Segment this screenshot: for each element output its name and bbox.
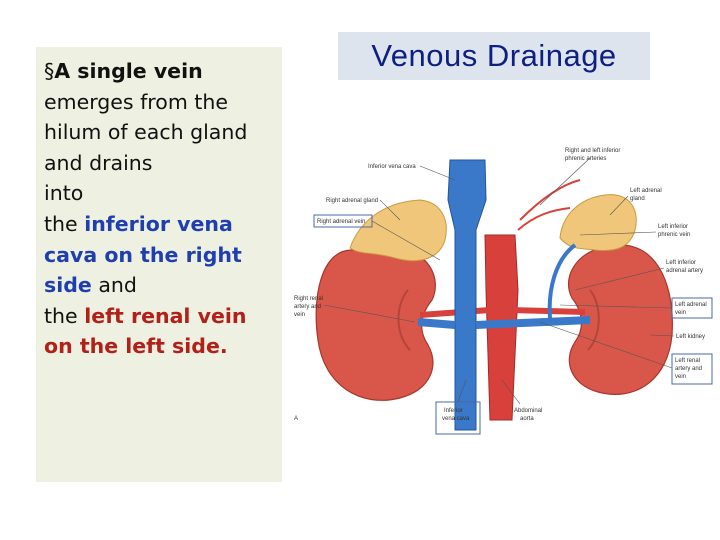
text-and: and — [98, 273, 137, 298]
inferior-vena-cava — [447, 159, 487, 431]
title-box: Venous Drainage — [338, 32, 650, 80]
label-figure-letter: A — [294, 416, 298, 422]
label-ivc-bottom-1: Inferior — [444, 408, 463, 414]
phrenic-vessels — [517, 179, 581, 231]
label-left-inf-phrenic-vein-2: phrenic vein — [658, 232, 690, 238]
leader-lines — [323, 157, 675, 405]
label-left-kidney: Left kidney — [676, 334, 705, 340]
left-kidney-hilum — [587, 289, 600, 351]
text-the-2: the — [44, 303, 78, 328]
label-right-renal-1: Right renal — [294, 296, 323, 302]
left-adrenal-gland — [559, 194, 637, 251]
right-renal-vein — [417, 318, 456, 329]
left-kidney — [567, 244, 673, 395]
text-the-1: the — [44, 211, 78, 236]
label-left-adrenal-vein-1: Left adrenal — [675, 302, 707, 308]
label-right-renal-3: vein — [294, 312, 305, 318]
label-aorta-2: aorta — [520, 416, 534, 422]
page-title: Venous Drainage — [371, 38, 617, 73]
label-ivc-bottom-2: vena cava — [442, 416, 470, 422]
bullet-paragraph: §A single vein emerges from the hilum of… — [44, 56, 280, 362]
label-right-adrenal-vein: Right adrenal vein — [317, 219, 365, 225]
text-emerges: emerges from the hilum of each gland and… — [44, 89, 248, 175]
left-renal-vein — [475, 316, 591, 329]
label-right-renal-2: artery and — [294, 304, 321, 310]
label-left-inf-adrenal-artery-2: adrenal artery — [666, 268, 703, 274]
label-left-adrenal-vein-2: vein — [675, 310, 686, 316]
label-ivc: Inferior vena cava — [368, 164, 416, 170]
right-adrenal-gland — [349, 199, 447, 262]
text-panel — [36, 47, 282, 482]
label-phrenic-1: Right and left inferior — [565, 148, 620, 154]
label-left-renal-1: Left renal — [675, 358, 700, 364]
text-into: into — [44, 181, 84, 206]
label-left-adrenal-gland-2: gland — [630, 196, 645, 202]
right-kidney-hilum — [397, 289, 411, 351]
text-left-renal-vein: left renal vein on the left side. — [44, 303, 247, 359]
label-box-left-renal — [671, 353, 713, 385]
label-left-renal-2: artery and — [675, 366, 702, 372]
text-ivc-right: inferior vena cava on the right side — [44, 211, 242, 298]
label-left-inf-phrenic-vein-1: Left inferior — [658, 224, 688, 230]
label-right-adrenal-gland: Right adrenal gland — [326, 198, 378, 204]
label-left-renal-3: vein — [675, 374, 686, 380]
label-left-adrenal-gland-1: Left adrenal — [630, 188, 662, 194]
text-single-vein: A single vein — [54, 59, 203, 83]
left-adrenal-vein — [547, 243, 577, 319]
right-kidney — [315, 247, 436, 401]
adrenal-anatomy-diagram: Inferior vena cava Right adrenal gland R… — [294, 148, 713, 435]
label-phrenic-2: phrenic arteries — [565, 156, 606, 162]
bullet-marker: § — [44, 59, 55, 83]
label-left-inf-adrenal-artery-1: Left inferior — [666, 260, 696, 266]
label-aorta-1: Abdominal — [514, 408, 542, 414]
